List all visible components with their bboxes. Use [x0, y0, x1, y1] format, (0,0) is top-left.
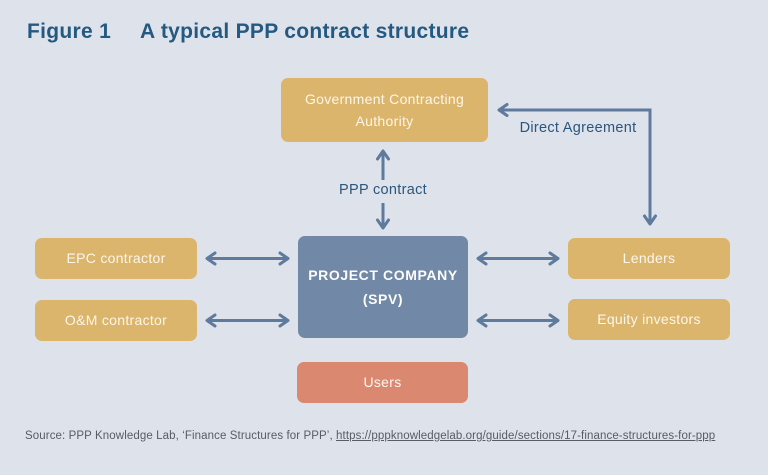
node-label: O&M contractor — [64, 312, 168, 329]
node-label: Equity investors — [597, 311, 701, 328]
node-label-line: (SPV) — [362, 291, 404, 307]
node-label-line: PROJECT COMPANY — [308, 266, 458, 283]
node-label: Users — [363, 374, 402, 391]
node-label-line: Government Contracting — [304, 90, 465, 107]
node-om-contractor: O&M contractor — [35, 300, 197, 341]
node-equity-investors: Equity investors — [568, 299, 730, 340]
node-label: Lenders — [622, 250, 676, 267]
figure-title: A typical PPP contract structure — [140, 20, 470, 43]
node-lenders: Lenders — [568, 238, 730, 279]
source-citation: Source: PPP Knowledge Lab, ‘Finance Stru… — [25, 430, 755, 442]
edge-label-direct-agreement: Direct Agreement — [519, 120, 637, 136]
node-epc-contractor: EPC contractor — [35, 238, 197, 279]
edge-label-ppp-contract: PPP contract — [339, 182, 427, 198]
node-label-line: Authority — [355, 113, 414, 129]
node-project-company-spv: PROJECT COMPANY (SPV) — [298, 236, 468, 338]
source-link[interactable]: https://pppknowledgelab.org/guide/sectio… — [336, 430, 716, 442]
node-label: EPC contractor — [66, 250, 166, 267]
figure-number: Figure 1 — [27, 20, 112, 43]
node-government-contracting-authority: Government Contracting Authority — [281, 78, 488, 142]
source-text: Source: PPP Knowledge Lab, ‘Finance Stru… — [25, 430, 337, 442]
node-users: Users — [297, 362, 468, 403]
